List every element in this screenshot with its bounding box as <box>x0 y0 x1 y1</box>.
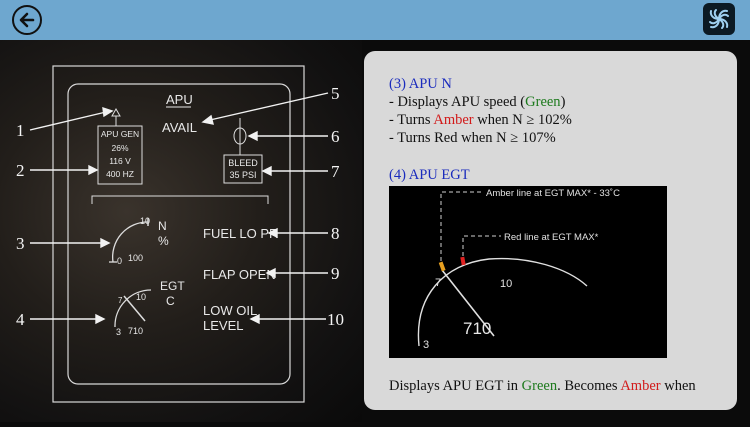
apu-n-gauge-arc <box>111 221 149 263</box>
red-line-label: Red line at EGT MAX* <box>504 232 599 243</box>
apu-n-line-2: - Turns Amber when N ≥ 102% <box>389 112 572 129</box>
egt-gauge-arc <box>417 257 588 347</box>
back-arrow-icon <box>19 12 35 28</box>
n-tick-100: 100 <box>128 253 143 263</box>
apu-n-heading: (3) APU N <box>389 76 452 92</box>
egt-value-large: 710 <box>463 319 491 338</box>
amber-limit-mark <box>438 261 446 272</box>
amber-line-label: Amber line at EGT MAX* - 33˚C <box>486 188 620 199</box>
callout-9: 9 <box>331 264 340 283</box>
apu-egt-gauge-arc <box>114 289 152 328</box>
apu-egt-heading: (4) APU EGT <box>389 167 470 183</box>
egt-tick-7: 7 <box>118 296 123 305</box>
n-line1-prefix: - Displays APU speed ( <box>389 94 526 110</box>
callout-5: 5 <box>331 84 340 103</box>
egt-needle-large <box>441 269 495 337</box>
egt-desc-green: Green <box>521 378 558 394</box>
app-logo-icon <box>709 9 729 29</box>
callout-8: 8 <box>331 224 340 243</box>
apu-panel-svg: APU AVAIL APU GEN 26% 116 V 400 HZ BLEED… <box>16 65 344 403</box>
outer-frame <box>52 65 305 403</box>
app-logo-button[interactable] <box>703 3 735 35</box>
inner-frame <box>67 83 291 385</box>
egt-description: Displays APU EGT in Green. Becomes Amber… <box>389 378 696 395</box>
apu-gen-box <box>97 125 143 185</box>
back-button[interactable] <box>12 5 42 35</box>
callout-5-arrow <box>209 92 329 121</box>
egt-unit: C <box>166 294 175 308</box>
apu-gen-volts: 116 V <box>109 156 131 166</box>
flap-open-label: FLAP OPEN <box>203 267 276 282</box>
n-line1-suffix: ) <box>560 94 566 110</box>
callout-7: 7 <box>331 162 340 181</box>
apu-gen-freq: 400 HZ <box>106 169 134 179</box>
egt-diagram: Amber line at EGT MAX* - 33˚C Red line a… <box>389 186 667 358</box>
top-bar <box>0 0 750 40</box>
n-line2-amber: Amber <box>433 112 474 128</box>
callout-1: 1 <box>16 121 25 140</box>
info-card: (3) APU N - Displays APU speed (Green) -… <box>364 51 737 410</box>
n-percent: % <box>158 234 169 248</box>
egt-desc-prefix: Displays APU EGT in <box>389 378 522 394</box>
egt-desc-mid: . Becomes <box>557 378 621 394</box>
egt-value: 710 <box>128 326 143 336</box>
bleed-pressure: 35 PSI <box>229 170 256 180</box>
egt-desc-suffix: when <box>660 378 696 394</box>
n-tick-10: 10 <box>140 216 150 226</box>
egt-tick-3: 3 <box>116 327 121 337</box>
egt-desc-amber: Amber <box>620 378 661 394</box>
low-oil-label-2: LEVEL <box>203 318 243 333</box>
apu-gen-load: 26% <box>111 143 128 153</box>
apu-n-line-3: - Turns Red when N ≥ 107% <box>389 130 556 146</box>
red-limit-mark <box>460 256 466 266</box>
callout-10: 10 <box>327 310 344 329</box>
callout-2: 2 <box>16 161 25 180</box>
avail-label: AVAIL <box>162 120 197 135</box>
section-divider <box>91 195 269 204</box>
egt-label: EGT <box>160 279 185 293</box>
callout-1-arrow <box>29 111 107 131</box>
apu-title: APU <box>166 92 193 107</box>
gen-arrow-icon <box>111 107 121 117</box>
low-oil-label: LOW OIL <box>203 303 257 318</box>
apu-n-line-1: - Displays APU speed (Green) <box>389 94 565 111</box>
n-tick-0: 0 <box>117 256 122 266</box>
n-line2-prefix: - Turns <box>389 112 434 128</box>
n-line1-green: Green <box>525 94 561 110</box>
egt-tick-3-large: 3 <box>423 339 429 351</box>
callout-6: 6 <box>331 127 340 146</box>
egt-tick-10-large: 10 <box>500 278 512 290</box>
fuel-lo-pr-label: FUEL LO PR <box>203 226 278 241</box>
egt-tick-10: 10 <box>136 292 146 302</box>
apu-display-diagram: APU AVAIL APU GEN 26% 116 V 400 HZ BLEED… <box>0 40 362 422</box>
bleed-box <box>223 154 263 184</box>
callout-3: 3 <box>16 234 25 253</box>
bleed-label: BLEED <box>228 158 258 168</box>
n-label: N <box>158 219 167 233</box>
callout-4: 4 <box>16 310 25 329</box>
egt-needle <box>123 295 146 322</box>
apu-gen-title: APU GEN <box>101 129 139 139</box>
egt-tick-7-large: 7 <box>435 277 441 289</box>
n-line2-suffix: when N ≥ 102% <box>473 112 572 128</box>
